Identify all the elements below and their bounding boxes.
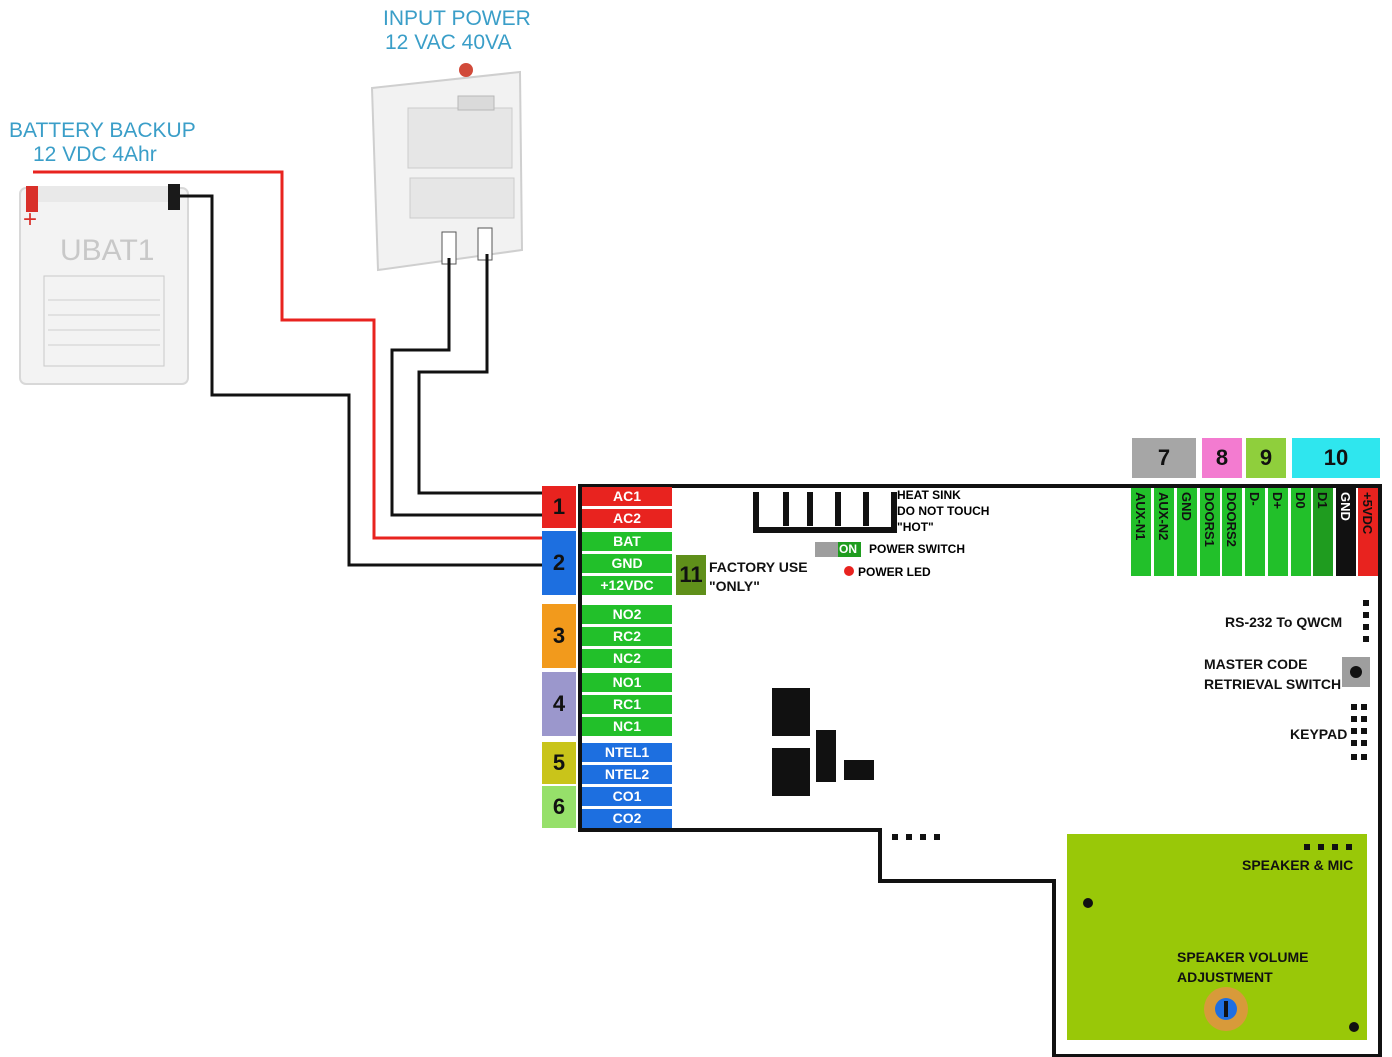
- component-block: [816, 730, 836, 782]
- terminal-gnd: GND: [582, 554, 672, 573]
- terminal-nc1: NC1: [582, 717, 672, 736]
- keypad-connector: [1351, 704, 1367, 760]
- terminal-group-5-number: 5: [542, 742, 576, 784]
- top-terminal-doors2-4: DOORS2: [1222, 488, 1242, 576]
- factory-use-number: 11: [676, 555, 706, 595]
- terminal-nc2: NC2: [582, 649, 672, 668]
- component-block: [844, 760, 874, 780]
- top-terminal-label: DOORS1: [1202, 492, 1217, 547]
- ac1-wire: [417, 254, 542, 495]
- top-terminal-label: AUX-N1: [1133, 492, 1148, 541]
- top-terminal-doors1-3: DOORS1: [1200, 488, 1220, 576]
- terminal-co2: CO2: [582, 809, 672, 828]
- terminal-bat: BAT: [582, 532, 672, 551]
- rs232-label: RS-232 To QWCM: [1225, 614, 1343, 630]
- speaker-volume-label-line1: SPEAKER VOLUME: [1177, 949, 1309, 965]
- top-terminal-label: GND: [1179, 492, 1194, 521]
- terminal-no2: NO2: [582, 605, 672, 624]
- battery-model: UBAT1: [60, 234, 155, 267]
- terminal-group-2-number: 2: [542, 531, 576, 595]
- header-pins: [892, 834, 940, 840]
- factory-use-line2: "ONLY": [709, 578, 760, 594]
- rs232-connector: [1363, 600, 1369, 642]
- terminal-rc1: RC1: [582, 695, 672, 714]
- top-terminal-auxn2-1: AUX-N2: [1154, 488, 1174, 576]
- top-terminal-d1-8: D1: [1313, 488, 1333, 576]
- battery-device: [19, 184, 189, 385]
- top-terminal-label: AUX-N2: [1156, 492, 1171, 541]
- power-switch-label: POWER SWITCH: [869, 542, 965, 556]
- keypad-label: KEYPAD: [1290, 726, 1348, 742]
- top-terminal-label: D1: [1315, 492, 1330, 509]
- power-label-line1: INPUT POWER: [383, 7, 531, 30]
- terminal-ac1: AC1: [582, 487, 672, 506]
- battery-red-wire: [33, 170, 542, 540]
- top-terminal-gnd-9: GND: [1336, 488, 1356, 576]
- component-block: [772, 688, 810, 736]
- terminal-group-3-number: 3: [542, 604, 576, 668]
- master-code-label-line1: MASTER CODE: [1204, 656, 1308, 672]
- top-terminal-label: GND: [1338, 492, 1353, 521]
- heat-sink-line2: DO NOT TOUCH: [897, 504, 990, 518]
- terminal-group-4-number: 4: [542, 672, 576, 736]
- terminal-group-1-number: 1: [542, 486, 576, 528]
- heat-sink-line1: HEAT SINK: [897, 488, 961, 502]
- terminal-ntel2: NTEL2: [582, 765, 672, 784]
- battery-label-line2: 12 VDC 4Ahr: [33, 143, 157, 166]
- battery-positive-terminal: [26, 186, 38, 212]
- top-terminal-label: DOORS2: [1224, 492, 1239, 547]
- speaker-mic-label: SPEAKER & MIC: [1242, 857, 1354, 873]
- terminal-ntel1: NTEL1: [582, 743, 672, 762]
- terminal-group-6-number: 6: [542, 786, 576, 828]
- top-terminal-d-6: D+: [1268, 488, 1288, 576]
- battery-black-wire: [180, 194, 542, 567]
- heat-sink-line3: "HOT": [897, 520, 934, 534]
- top-group-7-number: 7: [1132, 438, 1196, 478]
- top-terminal-auxn1-0: AUX-N1: [1131, 488, 1151, 576]
- top-terminal-d0-7: D0: [1291, 488, 1311, 576]
- battery-plus-sign: +: [23, 206, 38, 233]
- wires: [33, 170, 542, 567]
- power-label-line2: 12 VAC 40VA: [385, 31, 512, 54]
- top-group-10-number: 10: [1292, 438, 1380, 478]
- terminal-ac2: AC2: [582, 509, 672, 528]
- factory-use-line1: FACTORY USE: [709, 559, 808, 575]
- component-block: [772, 748, 810, 796]
- top-terminal-label: +5VDC: [1360, 492, 1375, 535]
- power-led-label: POWER LED: [858, 565, 931, 579]
- terminal-12vdc: +12VDC: [582, 576, 672, 595]
- top-terminal-label: D-: [1247, 492, 1262, 506]
- top-terminal-label: D0: [1293, 492, 1308, 509]
- power-adapter-device: [370, 63, 524, 272]
- top-terminal-d-5: D-: [1245, 488, 1265, 576]
- speaker-volume-label-line2: ADJUSTMENT: [1177, 969, 1273, 985]
- terminal-co1: CO1: [582, 787, 672, 806]
- top-terminal-gnd-2: GND: [1177, 488, 1197, 576]
- speaker-mic-connector: [1304, 844, 1352, 850]
- top-terminal-label: D+: [1270, 492, 1285, 509]
- top-terminal-5vdc-10: +5VDC: [1358, 488, 1378, 576]
- adapter-terminal-2: [477, 227, 493, 261]
- power-led: [844, 566, 854, 576]
- terminal-no1: NO1: [582, 673, 672, 692]
- top-group-8-number: 8: [1202, 438, 1242, 478]
- battery-label-line1: BATTERY BACKUP: [9, 119, 196, 142]
- master-code-label-line2: RETRIEVAL SWITCH: [1204, 676, 1342, 692]
- terminal-rc2: RC2: [582, 627, 672, 646]
- power-switch-on-label: ON: [839, 542, 857, 556]
- ac2-wire: [390, 258, 542, 517]
- heat-sink-shape: [753, 492, 897, 533]
- battery-negative-terminal: [168, 184, 180, 210]
- top-group-9-number: 9: [1246, 438, 1286, 478]
